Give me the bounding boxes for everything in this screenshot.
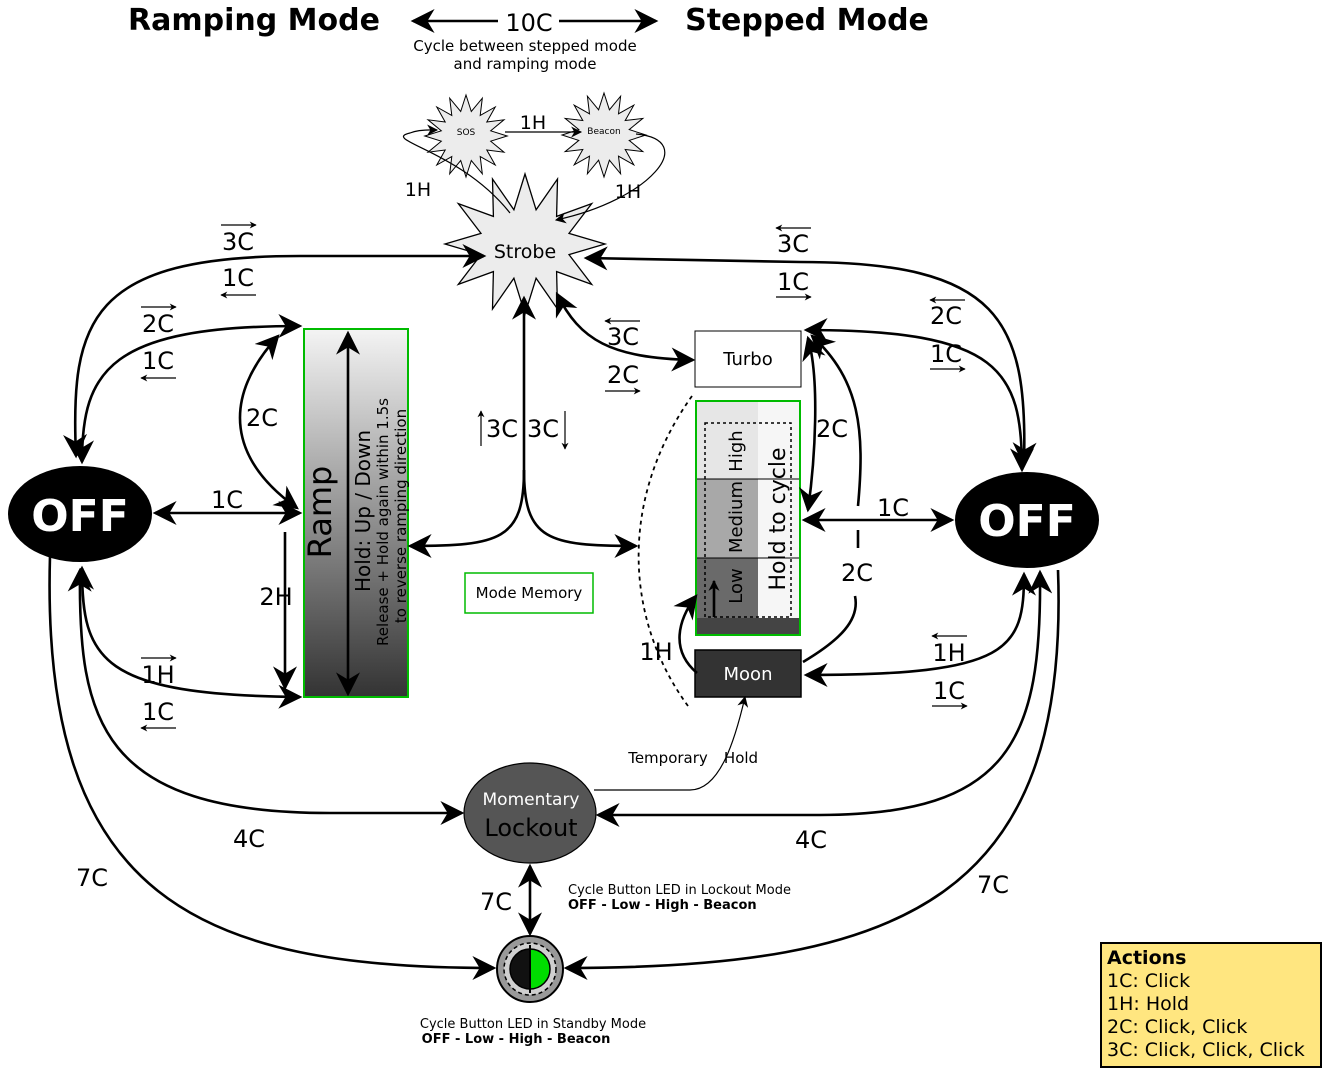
label-1c-off-ramp: 1C [211,486,243,514]
label-temporary: Temporary [627,749,708,767]
ramp-hold-label: Hold: Up / Down [351,430,375,592]
ramp-label: Ramp [301,466,339,559]
label-1c-right: 1C [930,340,962,368]
label-4c-left: 4C [233,825,265,853]
label-3c-center-left: 3C [486,415,518,443]
label-2h: 2H [259,583,292,611]
label-2c-left: 2C [142,310,174,338]
mode-memory-label: Mode Memory [476,584,583,602]
label-1h-left: 1H [141,661,174,689]
label-1c-right-bottom: 1C [933,677,965,705]
momentary-label: Momentary [483,790,580,810]
stepped-mode-title: Stepped Mode [685,3,929,38]
label-7c-center: 7C [480,888,512,916]
edge-branch-to-ramp [407,469,526,558]
edge-off-led-right [563,569,1060,980]
label-1c-left: 1C [142,347,174,375]
label-3c-turbo: 3C [607,323,639,351]
ramp-release-label-1: Release + Hold again within 1.5s [374,398,392,646]
legend-item: 1C: Click [1107,970,1191,992]
edge-moon-levels-2c [802,595,858,664]
mode-memory-box [464,572,594,614]
edge-label-strobe-sos: 1H [405,179,431,201]
button-led [496,935,564,1003]
level-high-label: High [726,430,747,471]
off-right-label: OFF [978,496,1076,547]
led-standby-title: Cycle Button LED in Standby Mode [420,1017,646,1032]
off-node-right[interactable] [955,472,1099,568]
mode-toggle-caption-1: Cycle between stepped mode [413,37,636,55]
led-standby-seq: OFF - Low - High - Beacon [422,1032,611,1047]
mode-toggle-caption-2: and ramping mode [454,55,597,73]
label-4c-right: 4C [795,826,827,854]
label-1c-top-right: 1C [777,268,809,296]
moon-label: Moon [724,664,773,685]
level-low-label: Low [726,568,747,603]
label-1c-left-bottom: 1C [142,698,174,726]
label-1c-top-left: 1C [222,264,254,292]
ramping-mode-title: Ramping Mode [128,3,380,38]
label-2c-moon: 2C [841,559,873,587]
ramp-release-label-2: to reverse ramping direction [392,409,410,623]
edge-off-turbo-right [803,318,1034,473]
edge-off-strobe-left [63,244,487,459]
label-7c-right: 7C [977,871,1009,899]
label-2c-turbo: 2C [607,361,639,389]
legend-item: 2C: Click, Click [1107,1016,1248,1038]
legend-item: 3C: Click, Click, Click [1107,1039,1305,1061]
edge-strobe-to-sos [402,124,511,214]
label-2c-right: 2C [930,302,962,330]
edge-off-moon-right [803,571,1036,687]
beacon-label: Beacon [587,127,620,137]
label-7c-left: 7C [76,864,108,892]
label-2c-turbo-levels: 2C [816,415,848,443]
label-hold: Hold [724,749,758,767]
edge-ramp-self-2c [238,334,299,510]
edge-branch-to-stepped [522,469,639,558]
edge-beacon-to-strobe [554,133,666,224]
off-left-label: OFF [31,491,129,542]
label-3c-center-right: 3C [527,415,559,443]
label-3c-top-right: 3C [777,230,809,258]
strobe-label: Strobe [494,241,556,263]
actions-legend: Actions 1C: Click 1H: Hold 2C: Click, Cl… [1100,942,1322,1068]
level-medium-label: Medium [726,481,747,553]
label-1c-levels-off: 1C [877,494,909,522]
sos-label: SOS [457,128,476,138]
hold-to-cycle-label: Hold to cycle [766,447,791,590]
led-lockout-title: Cycle Button LED in Lockout Mode [568,883,791,898]
label-1h-moon: 1H [639,638,672,666]
off-node-left[interactable] [8,466,152,562]
edge-off-lockout-right [595,569,1053,827]
edge-off-lockout-left [67,567,465,825]
legend-title: Actions [1107,947,1187,969]
edge-levels-turbo-2c [810,334,862,507]
legend-item: 1H: Hold [1107,993,1190,1015]
sos-node-shape[interactable] [423,93,509,179]
label-2c-ramp: 2C [246,404,278,432]
beacon-node-shape[interactable] [560,91,648,179]
label-3c-top-left: 3C [222,228,254,256]
edge-lockout-moon-temporary [594,695,749,791]
level-medium[interactable] [697,479,758,558]
edge-turbo-levels-2c [799,335,826,513]
lockout-label: Lockout [484,814,577,842]
edge-off-ramp-top [70,314,303,465]
mode-toggle-label: 10C [505,9,552,37]
edge-off-led-left [48,555,497,980]
label-1h-right: 1H [932,639,965,667]
edge-label-sos-beacon: 1H [520,112,546,134]
momentary-lockout-node[interactable] [463,762,597,864]
turbo-label: Turbo [722,349,773,370]
edge-label-beacon-strobe: 1H [615,181,641,203]
led-lockout-seq: OFF - Low - High - Beacon [568,898,757,913]
